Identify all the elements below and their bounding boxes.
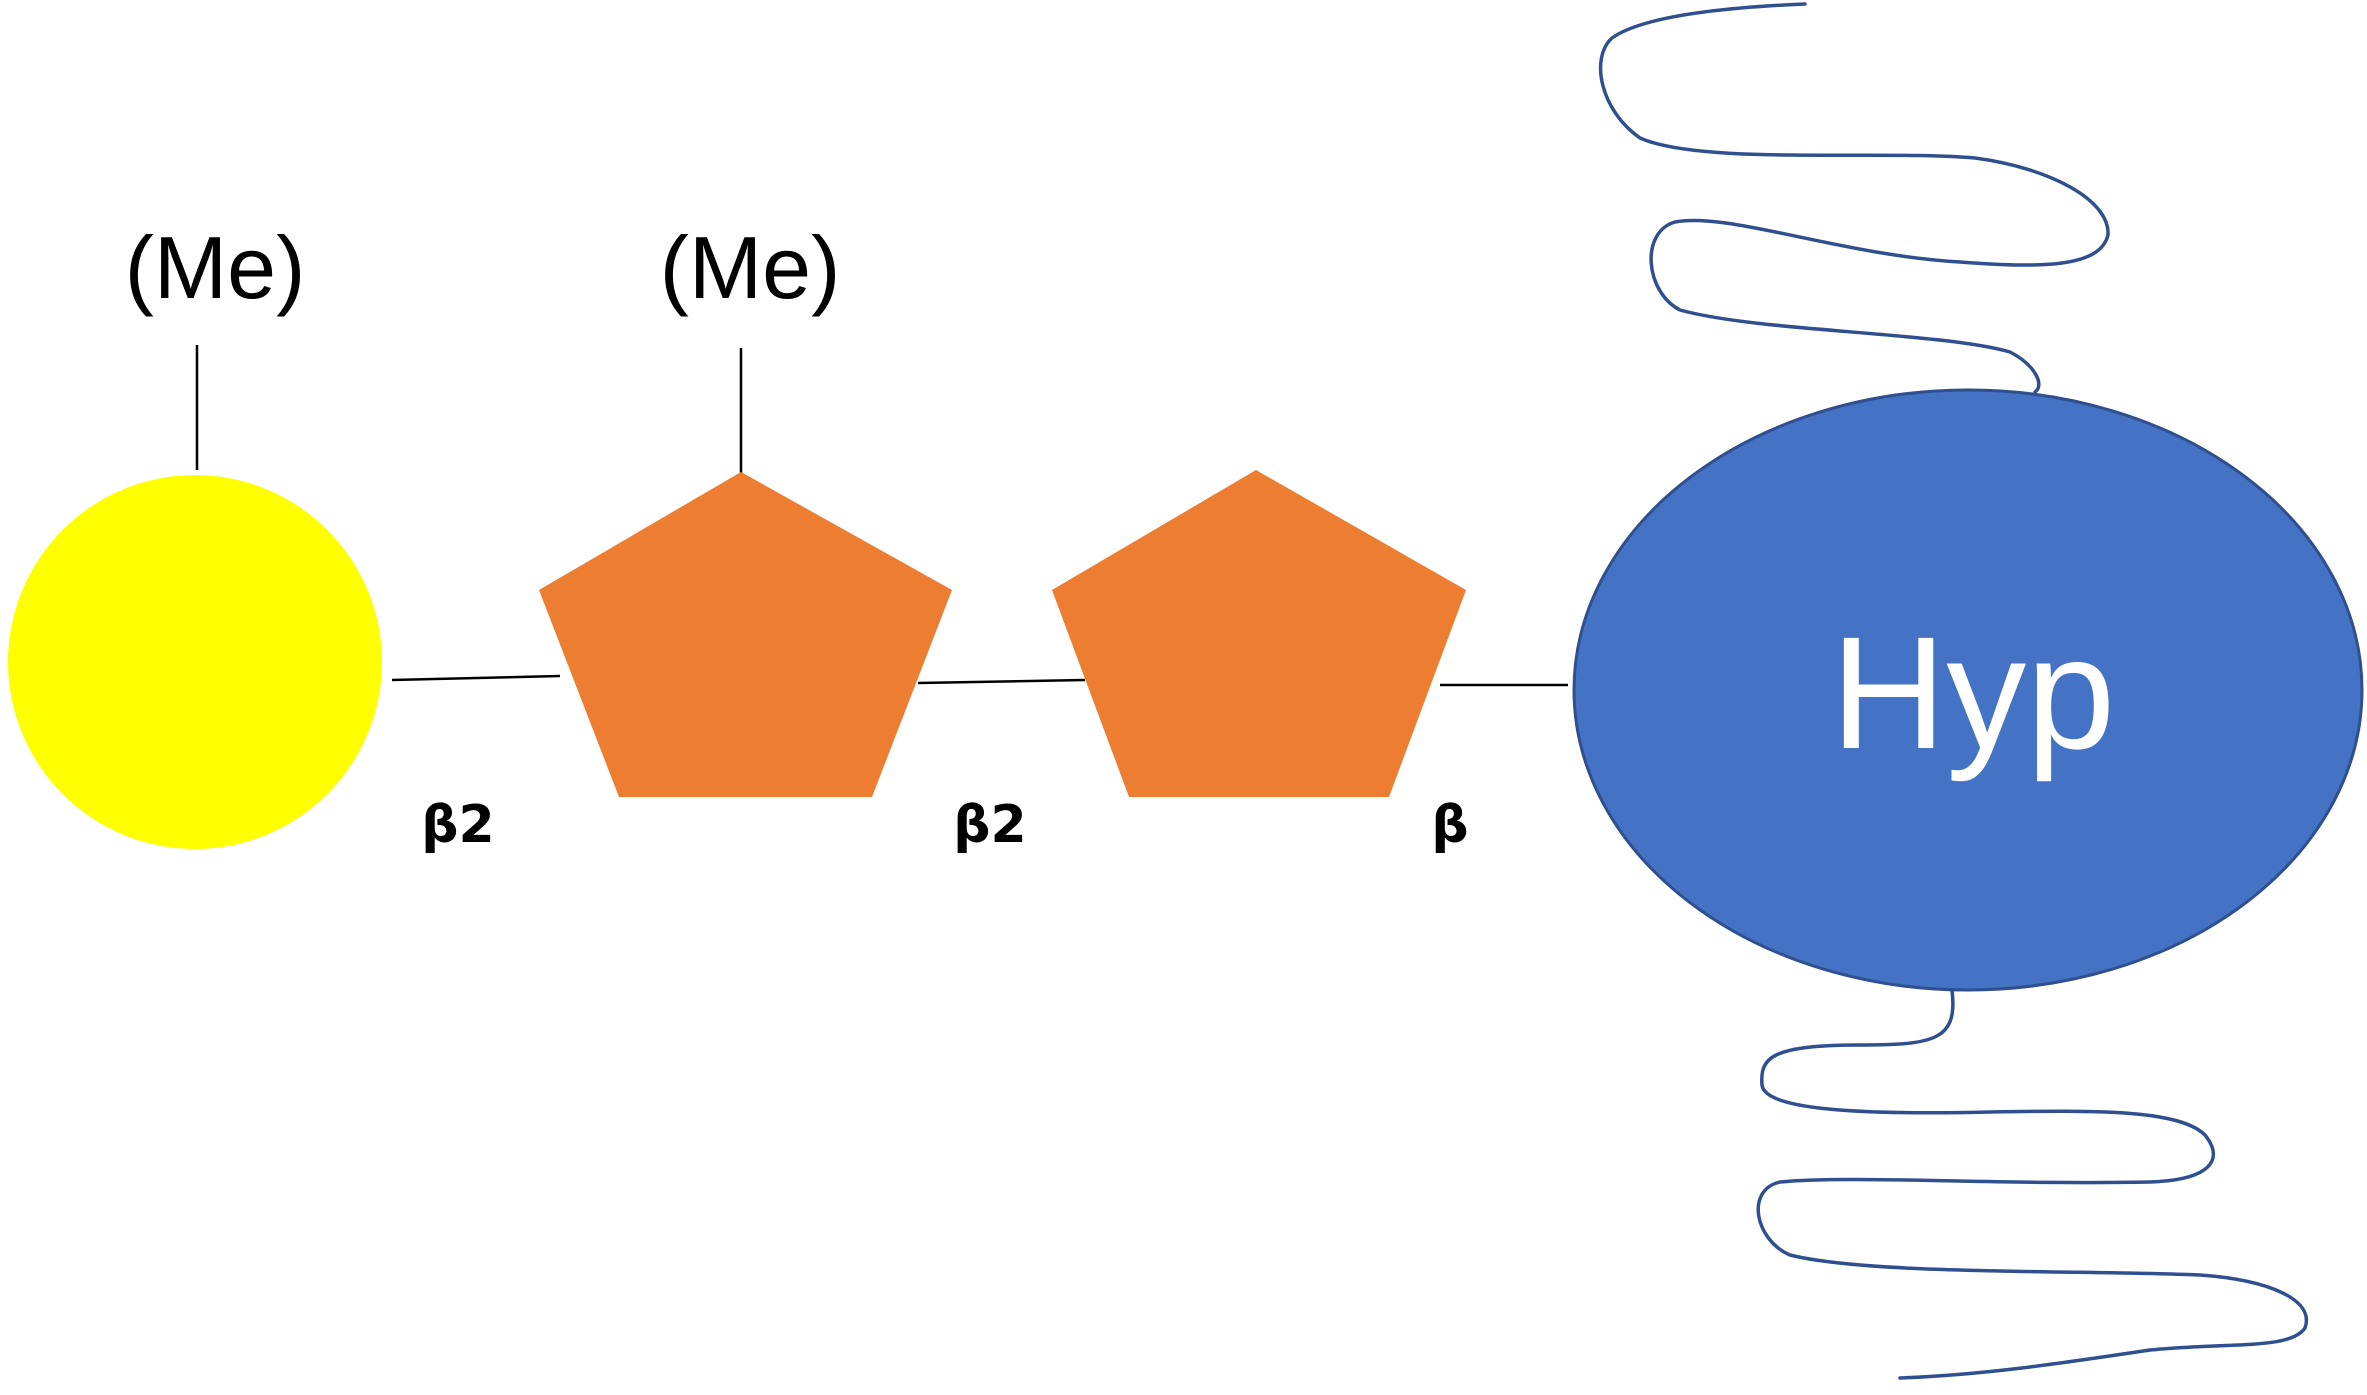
me-label-1: (Me) xyxy=(125,218,306,317)
linkage-label-3: β xyxy=(1431,795,1468,855)
linkage-label-2: β2 xyxy=(953,795,1026,855)
hyp-label: Hyp xyxy=(1831,603,2116,782)
residue-pentagon-2 xyxy=(1052,470,1466,797)
residue-circle xyxy=(8,475,382,849)
hyp-ellipse xyxy=(1572,388,2364,992)
linkage-label-1: β2 xyxy=(421,795,494,855)
protein-chain-bottom xyxy=(1756,988,2309,1380)
residue-pentagon-1 xyxy=(539,472,952,797)
protein-chain-top xyxy=(1598,2,2110,394)
me-label-2: (Me) xyxy=(660,218,841,317)
bond-circle-pentagon1 xyxy=(391,674,561,682)
bond-pentagon1-pentagon2 xyxy=(917,678,1086,685)
